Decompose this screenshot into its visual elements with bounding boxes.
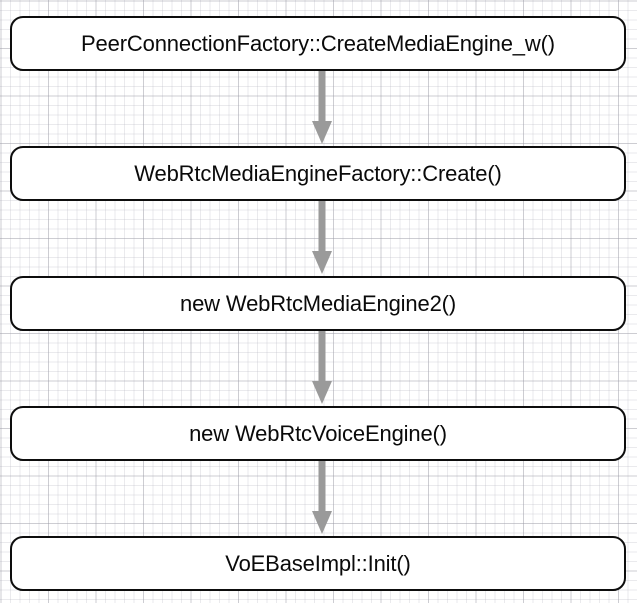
flow-arrow-node4-to-node5	[311, 461, 333, 535]
flow-node-label: PeerConnectionFactory::CreateMediaEngine…	[81, 30, 555, 56]
flow-node-new-webrtcvoiceengine[interactable]: new WebRtcVoiceEngine()	[10, 406, 626, 461]
flow-node-webrtcmediaenginefactory-create[interactable]: WebRtcMediaEngineFactory::Create()	[10, 146, 626, 201]
flow-node-label: WebRtcMediaEngineFactory::Create()	[134, 160, 502, 186]
flow-node-label: VoEBaseImpl::Init()	[225, 550, 411, 576]
down-arrow-icon	[312, 331, 332, 404]
flow-arrow-node2-to-node3	[311, 201, 333, 275]
flow-node-voebaseimpl-init[interactable]: VoEBaseImpl::Init()	[10, 536, 626, 591]
flow-node-peerconnectionfactory-createmediaengine-w[interactable]: PeerConnectionFactory::CreateMediaEngine…	[10, 16, 626, 71]
flow-node-new-webrtcmediaengine2[interactable]: new WebRtcMediaEngine2()	[10, 276, 626, 331]
down-arrow-icon	[312, 461, 332, 534]
down-arrow-icon	[312, 71, 332, 144]
flow-node-label: new WebRtcVoiceEngine()	[189, 420, 447, 446]
down-arrow-icon	[312, 201, 332, 274]
flow-arrow-node1-to-node2	[311, 71, 333, 145]
flow-arrow-node3-to-node4	[311, 331, 333, 405]
flow-node-label: new WebRtcMediaEngine2()	[179, 290, 457, 316]
